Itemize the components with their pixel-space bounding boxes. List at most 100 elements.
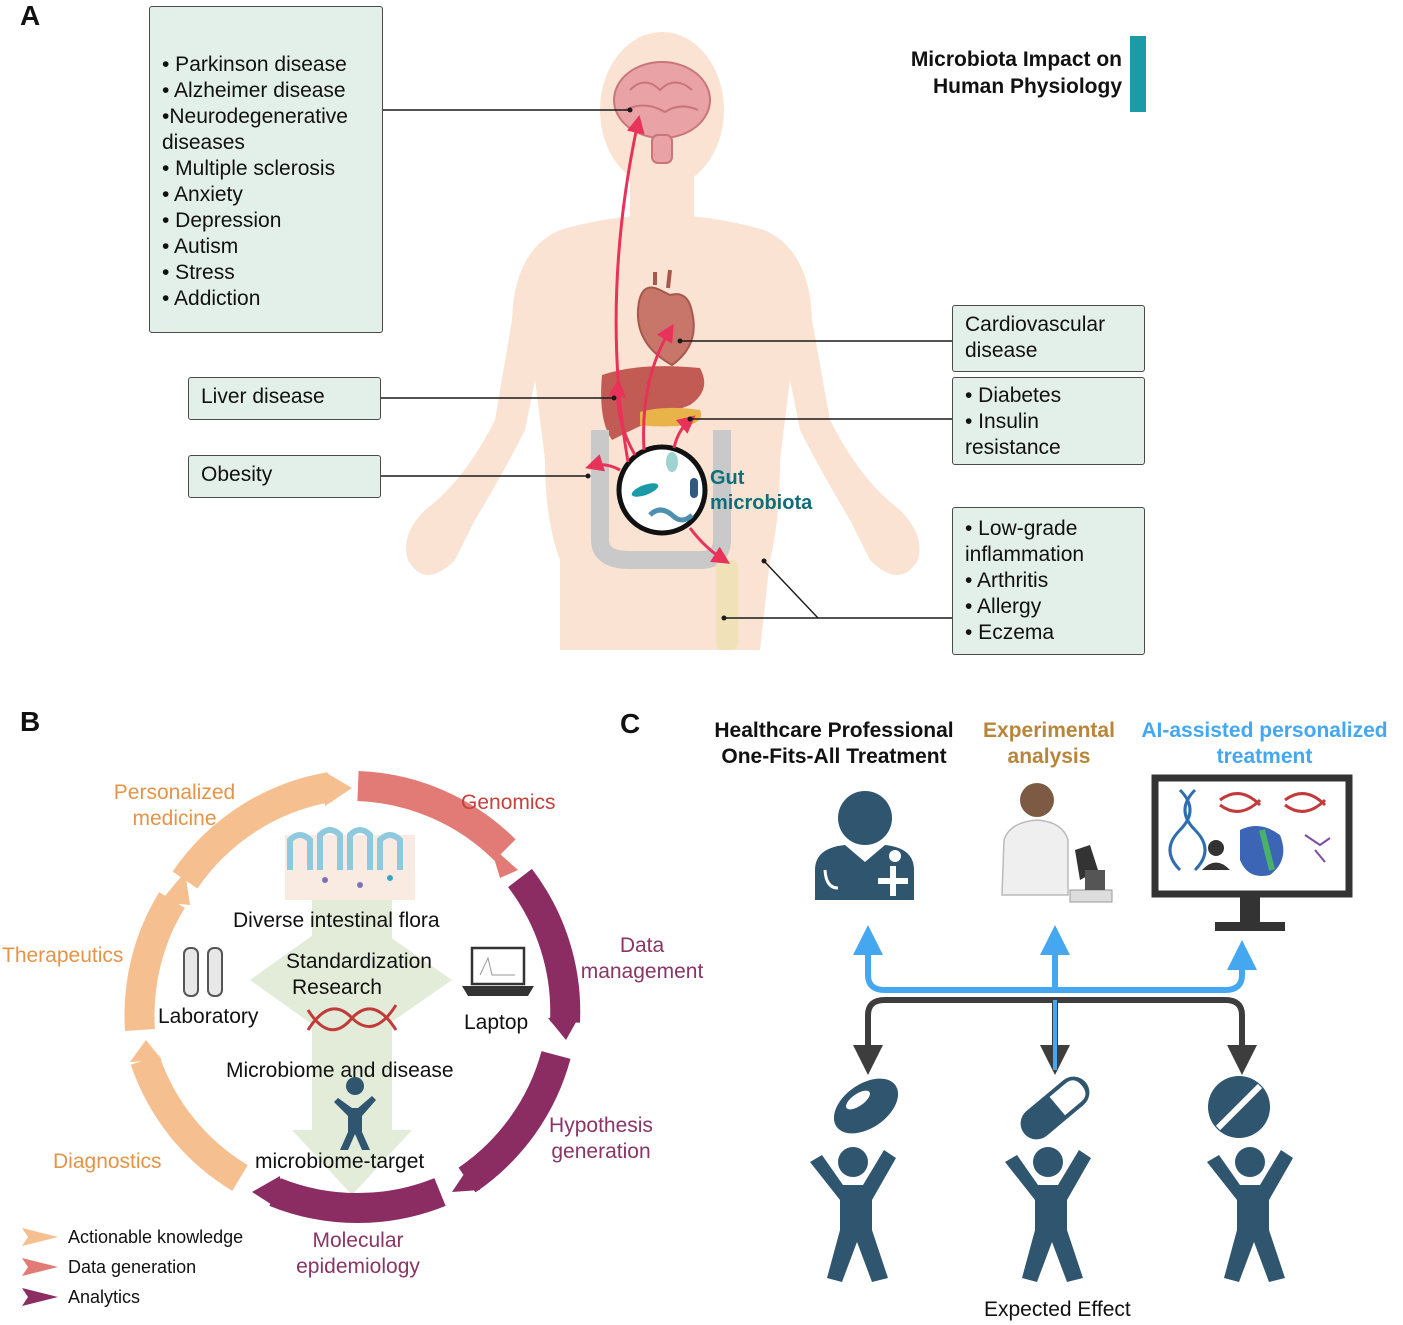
panel-a-title-line1: Microbiota Impact on	[910, 48, 1122, 71]
microbiome-disease-label: Microbiome and disease	[226, 1059, 454, 1082]
panel-label-b: B	[20, 706, 41, 737]
head1-line2: One-Fits-All Treatment	[721, 745, 947, 768]
distribution-arrows	[853, 925, 1257, 1075]
data-management-label: Data management	[572, 933, 712, 985]
laptop-icon	[462, 946, 534, 996]
inflammation-item: • Arthritis	[965, 569, 1049, 592]
person-cheering-icon-2	[1005, 1147, 1091, 1282]
neuro-item: diseases	[162, 131, 245, 154]
title-accent-bar	[1130, 36, 1146, 112]
hypothesis-generation-label: Hypothesis generation	[543, 1113, 659, 1165]
data-line1: Data	[619, 934, 665, 957]
personalized-line2: medicine	[132, 807, 217, 830]
therapeutics-label: Therapeutics	[2, 944, 124, 967]
obesity-box: Obesity	[188, 455, 381, 498]
legend-data-generation: Data generation	[22, 1256, 196, 1278]
diabetes-item: • Diabetes	[965, 384, 1062, 407]
inflammation-item: inflammation	[965, 543, 1085, 566]
liver-disease-box: Liver disease	[188, 377, 381, 420]
leg-bone-icon	[716, 560, 738, 650]
intestinal-villi-icon	[285, 827, 415, 900]
neuro-item: • Stress	[162, 261, 235, 284]
cycle-arrowheads	[130, 772, 580, 1210]
diagnostics-label: Diagnostics	[53, 1150, 162, 1173]
healthcare-professional-heading: Healthcare Professional One-Fits-All Tre…	[700, 718, 968, 770]
obesity-label: Obesity	[201, 463, 273, 486]
gut-microbiota-label: Gut microbiota	[710, 466, 812, 516]
microbiome-target-label: microbiome-target	[255, 1150, 425, 1173]
experimental-analysis-heading: Experimental analysis	[973, 718, 1125, 770]
legend-swatch-data-generation	[22, 1258, 58, 1276]
neuro-disease-box: • Parkinson disease • Alzheimer disease …	[149, 6, 383, 333]
test-tubes-icon	[183, 947, 223, 997]
gut-arrows	[585, 114, 731, 564]
head3-line2: treatment	[1216, 745, 1313, 768]
head2-line2: analysis	[1007, 745, 1091, 768]
head3-line1: AI-assisted personalized	[1141, 719, 1388, 742]
liver-disease-label: Liver disease	[201, 385, 325, 408]
inflammation-item: • Eczema	[965, 621, 1055, 644]
legend-analytics-text: Analytics	[68, 1286, 141, 1307]
diabetes-item: resistance	[965, 436, 1061, 459]
gut-line1: Gut	[710, 467, 745, 489]
panel-a-title: Microbiota Impact on Human Physiology	[911, 46, 1122, 100]
hypothesis-line2: generation	[551, 1140, 651, 1163]
legend-analytics: Analytics	[22, 1286, 140, 1308]
liver-icon	[601, 366, 705, 440]
legend-swatch-actionable	[22, 1228, 58, 1246]
cycle-ring	[124, 771, 581, 1224]
legend-data-generation-text: Data generation	[68, 1256, 197, 1277]
ai-assisted-heading: AI-assisted personalized treatment	[1126, 718, 1403, 770]
cardiovascular-box: Cardiovascular disease	[952, 305, 1145, 372]
expected-effect-label: Expected Effect	[984, 1298, 1131, 1321]
gut-microbiota-circle	[616, 444, 708, 536]
standardization-label: Standardization	[286, 950, 432, 973]
personalized-line1: Personalized	[113, 781, 236, 804]
scientist-microscope-icon	[1001, 783, 1113, 903]
person-center-icon	[334, 1077, 376, 1150]
personalized-medicine-label: Personalized medicine	[107, 780, 242, 832]
data-line2: management	[580, 960, 704, 983]
dna-helix-icon	[306, 1004, 398, 1032]
head1-line1: Healthcare Professional	[714, 719, 954, 742]
oval-pill-icon	[833, 1078, 899, 1134]
gut-line2: microbiota	[710, 492, 813, 514]
hypothesis-line1: Hypothesis	[549, 1114, 653, 1137]
panel-a-title-line2: Human Physiology	[932, 75, 1122, 98]
neuro-item: • Anxiety	[162, 183, 243, 206]
neuro-item: • Multiple sclerosis	[162, 157, 336, 180]
panel-label-c: C	[620, 708, 641, 739]
doctor-icon	[815, 791, 914, 900]
neuro-item: • Depression	[162, 209, 282, 232]
laboratory-label: Laboratory	[158, 1005, 259, 1028]
neuro-item: • Autism	[162, 235, 239, 258]
legend-actionable: Actionable knowledge	[22, 1226, 243, 1248]
panel-label-a: A	[20, 0, 41, 31]
diverse-flora-label: Diverse intestinal flora	[233, 909, 440, 932]
molecular-line1: Molecular	[312, 1229, 404, 1252]
inflammation-item: • Low-grade	[965, 517, 1078, 540]
person-cheering-icon-1	[810, 1147, 896, 1282]
legend-actionable-text: Actionable knowledge	[68, 1226, 244, 1247]
cardio-line1: Cardiovascular	[965, 313, 1106, 336]
person-cheering-icons	[810, 1147, 1293, 1282]
capsule-icon	[1020, 1076, 1090, 1140]
legend-swatch-analytics	[22, 1288, 58, 1306]
leader-lines	[381, 109, 952, 619]
cardio-line2: disease	[965, 339, 1038, 362]
neuro-item: • Alzheimer disease	[162, 79, 346, 102]
computer-monitor-icon	[1151, 774, 1353, 931]
molecular-line2: epidemiology	[296, 1255, 420, 1278]
pancreas-icon	[640, 407, 702, 427]
cycle-center-arrows	[250, 900, 452, 1195]
research-label: Research	[292, 976, 382, 999]
diabetes-item: • Insulin	[965, 410, 1039, 433]
neuro-item: • Addiction	[162, 287, 261, 310]
person-cheering-icon-3	[1207, 1147, 1293, 1282]
laptop-label: Laptop	[464, 1011, 529, 1034]
inflammation-item: • Allergy	[965, 595, 1042, 618]
neuro-item: •Neurodegenerative	[162, 105, 348, 128]
molecular-epidemiology-label: Molecular epidemiology	[288, 1228, 428, 1280]
diabetes-box: • Diabetes • Insulin resistance	[952, 377, 1145, 465]
